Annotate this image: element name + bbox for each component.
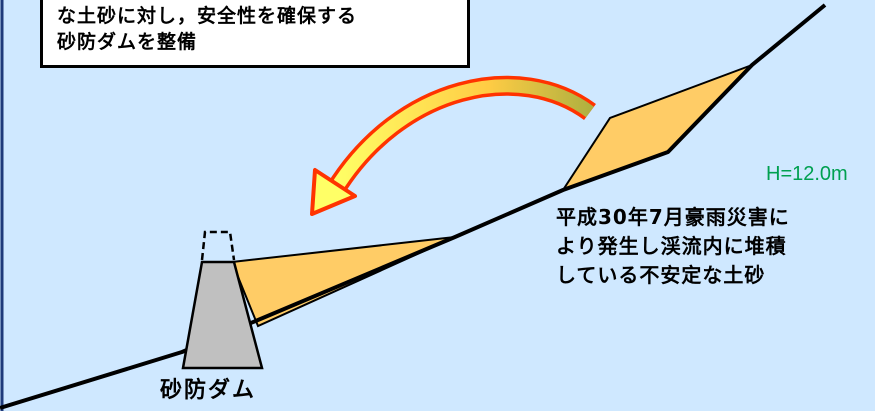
sediment-description: 平成30年7月豪雨災害に より発生し渓流内に堆積 している不安定な土砂 [556,203,790,290]
sediment-description-line-1: 平成30年7月豪雨災害に [556,205,790,229]
callout-box: な土砂に対し，安全性を確保する 砂防ダムを整備 [40,0,470,68]
dam-crest-dashed [200,230,236,261]
callout-line-2: 砂防ダムを整備 [57,31,198,53]
sediment-description-line-2: より発生し渓流内に堆積 [556,234,787,258]
dam-label: 砂防ダム [160,378,257,403]
ground-slope-line [0,3,827,410]
curved-arrow-icon [310,75,596,216]
sediment-description-line-3: している不安定な土砂 [556,263,766,287]
callout-line-1: な土砂に対し，安全性を確保する [57,5,358,27]
sabo-dam [181,260,264,370]
upper-sediment-deposit [560,64,753,192]
height-label: H=12.0m [766,163,848,185]
